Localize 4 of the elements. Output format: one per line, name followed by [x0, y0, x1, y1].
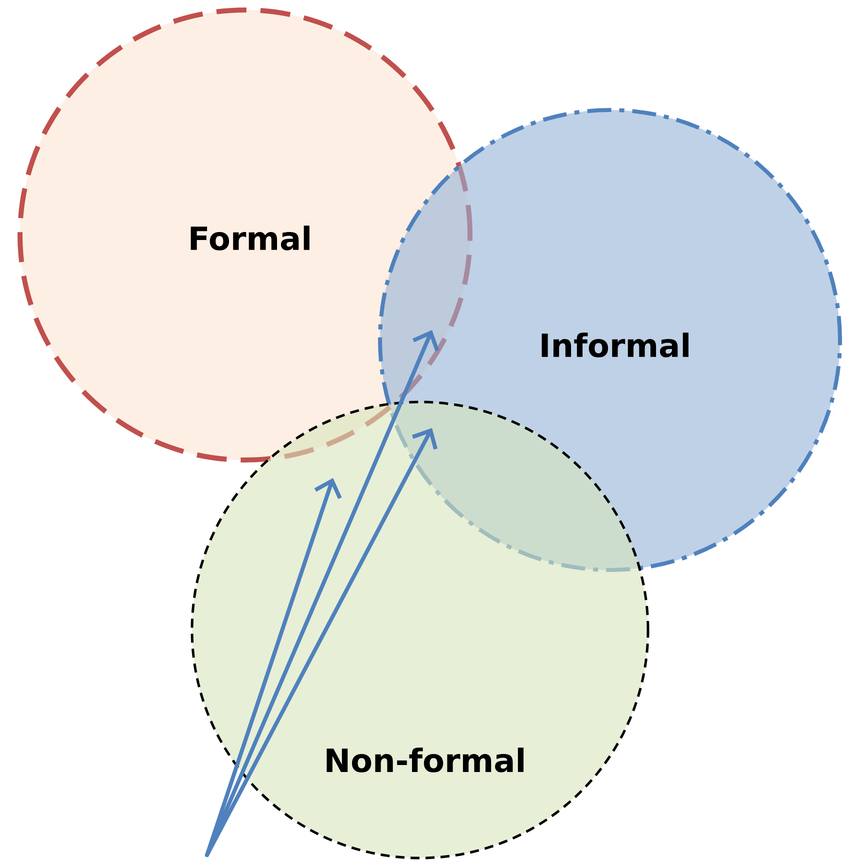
arrow [205, 428, 438, 857]
circle-region: Formal [18, 8, 472, 462]
circle-region: Non-formal [190, 400, 650, 860]
circle-region: Informal [378, 108, 842, 572]
